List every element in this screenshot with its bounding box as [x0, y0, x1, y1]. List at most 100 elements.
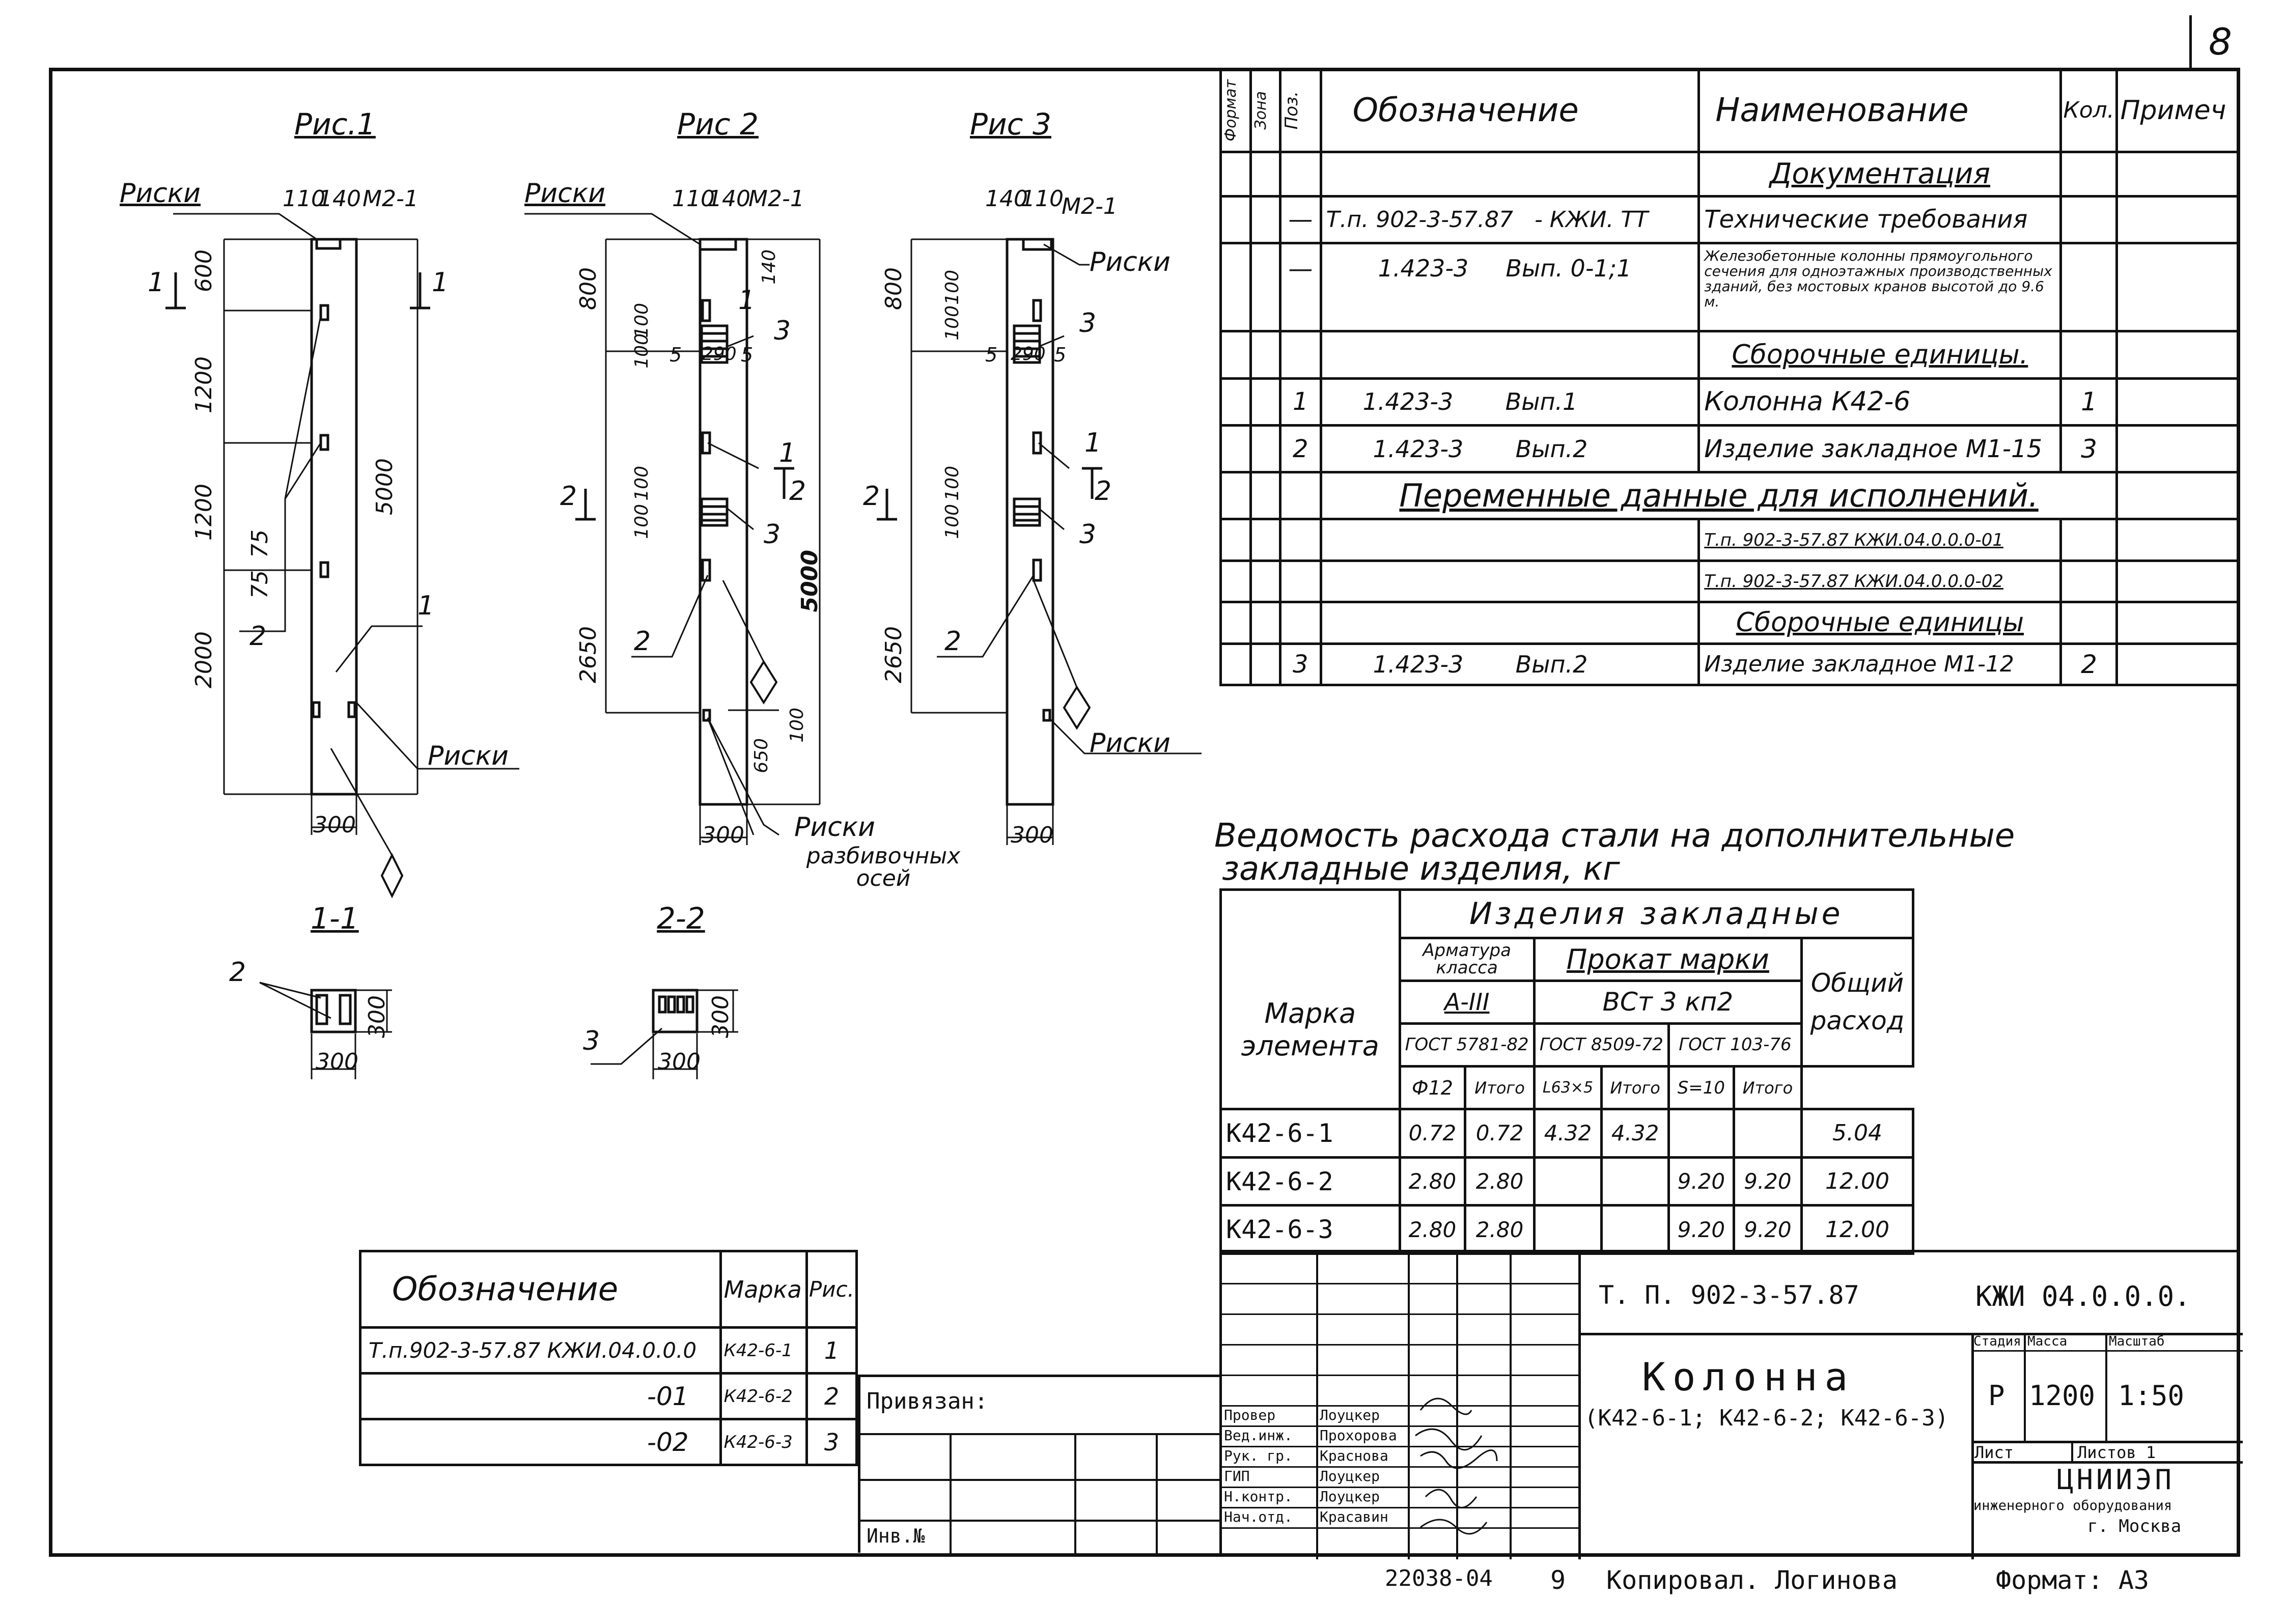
spec-row-tt: — Т.п. 902-3-57.87 - КЖИ. ТТ Технические… [1219, 194, 2240, 244]
steel-h-f12: Ф12 [1398, 1065, 1467, 1111]
var-row-1: -01 К42-6-2 2 [359, 1372, 858, 1420]
title-block: Провер Лоуцкер Вед.инж. Прохорова Рук. г… [1219, 1250, 2243, 1559]
spec-row-var01: Т.п. 902-3-57.87 КЖИ.04.0.0.0-01 [1219, 518, 2240, 562]
fig2-dim-2650: 2650 [575, 626, 601, 683]
binding-label: Привязан: [867, 1388, 988, 1414]
fig3-callout-3b: 3 [1079, 519, 1097, 550]
fig3-dim-800: 800 [881, 267, 907, 310]
tb-stage: Р [1988, 1380, 2005, 1412]
fig3-dim-100a: 100 [942, 270, 963, 305]
column-fig1 [165, 213, 519, 899]
tb-name: Колонна [1642, 1354, 1855, 1399]
spec-h-prim: Примеч [2115, 68, 2240, 153]
fig2-dim-m21: М2-1 [748, 186, 804, 212]
tb-name-sub: (К42-6-1; К42-6-2; К42-6-3) [1584, 1405, 1949, 1431]
name-0: Лоуцкер [1320, 1407, 1380, 1423]
fig2-dim-300: 300 [702, 822, 744, 848]
name-5: Красавин [1320, 1508, 1388, 1525]
specification-table: Формат Зона Поз. Обозначение Наименовани… [1219, 68, 2240, 686]
footer-copied: Копировал. Логинова [1606, 1565, 1898, 1595]
fig1-dim-2000: 2000 [191, 631, 217, 688]
fig1-risk-bottom: Риски [428, 741, 509, 771]
binding-block: Привязан: Инв.№ [858, 1375, 1219, 1555]
role-5: Нач.отд. [1224, 1508, 1293, 1525]
tb-mass: 1200 [2029, 1380, 2096, 1412]
fig2-dim-5b: 5 [741, 344, 754, 366]
fig3-dim-2650: 2650 [881, 626, 907, 683]
fig1-dim-75a: 75 [247, 529, 273, 558]
footer-page: 9 [1550, 1565, 1566, 1595]
var-h-oboz: Обозначение [359, 1250, 722, 1329]
fig2-risk-axes: разбивочных осей [806, 843, 961, 891]
steel-h-vst: ВСт 3 кп2 [1532, 979, 1803, 1025]
sec11-dim-w: 300 [316, 1049, 358, 1075]
column-fig2 [524, 213, 821, 845]
fig3-dim-300: 300 [1011, 822, 1053, 848]
tb-stage-h: Стадия [1973, 1334, 2021, 1349]
fig3-risk-bottom: Риски [1090, 728, 1171, 759]
fig2-dim-100a: 100 [631, 303, 652, 338]
fig3-dim-5a: 5 [985, 344, 998, 366]
tb-org1: ЦНИИЭП [2057, 1464, 2175, 1496]
name-4: Лоуцкер [1320, 1488, 1380, 1505]
sec22-callout: 3 [583, 1026, 600, 1056]
fig1-section-right: 1 [432, 267, 449, 298]
fig3-dim-110: 110 [1021, 186, 1064, 212]
fig3-risk-top: Риски [1090, 247, 1171, 277]
fig2-dim-140: 140 [708, 186, 750, 212]
fig2-dim-5000: 5000 [797, 550, 823, 612]
tb-sheets: Листов 1 [2077, 1443, 2156, 1462]
fig1-dim-m21: М2-1 [363, 186, 419, 212]
role-3: ГИП [1224, 1468, 1250, 1485]
sec11-dim-h: 300 [364, 995, 390, 1038]
fig1-risk-top: Риски [120, 178, 201, 209]
footer-format: Формат: А3 [1996, 1565, 2150, 1595]
steel-h-s10: S=10 [1667, 1065, 1735, 1111]
fig3-dim-290: 290 [1011, 344, 1046, 365]
drawing-sheet [49, 68, 2240, 1557]
sec22-dim-w: 300 [658, 1049, 701, 1075]
sheet-number-border [2189, 15, 2192, 68]
fig2-dim-800: 800 [575, 267, 601, 310]
steel-h-l63: L63×5 [1532, 1065, 1603, 1111]
fig1-title: Рис.1 [294, 107, 376, 142]
fig2-dim-290: 290 [702, 344, 737, 365]
fig3-dim-100c: 100 [942, 466, 963, 501]
fig1-callout-1: 1 [417, 591, 435, 621]
steel-h-itogo3: Итого [1732, 1065, 1803, 1111]
fig2-dim-140v: 140 [759, 249, 779, 285]
fig1-dim-1200b: 1200 [191, 484, 217, 541]
steel-title-2: закладные изделия, кг [1222, 850, 1620, 888]
tb-scale: 1:50 [2118, 1380, 2185, 1412]
fig3-dim-100d: 100 [942, 504, 963, 539]
spec-row-assembly: Сборочные единицы. [1219, 330, 2240, 380]
var-row-2: -02 К42-6-3 3 [359, 1418, 858, 1466]
fig2-risk-bottom: Риски [794, 812, 875, 843]
spec-h-zone: Зона [1249, 68, 1281, 153]
column-fig3 [877, 238, 1202, 845]
fig3-callout-1: 1 [1084, 428, 1102, 458]
spec-h-name: Наименование [1697, 68, 2063, 153]
fig3-callout-2b: 2 [1095, 476, 1112, 507]
spec-h-poz: Поз. [1278, 68, 1322, 153]
section-1-1 [259, 982, 392, 1079]
var-h-mark: Марка [719, 1250, 808, 1329]
fig1-dim-600: 600 [191, 249, 217, 292]
fig2-title: Рис 2 [677, 107, 759, 142]
fig2-callout-2a: 2 [634, 626, 651, 657]
spec-row-series: — 1.423-3 Вып. 0-1;1 Железобетонные коло… [1219, 241, 2240, 333]
steel-h-a3: А-III [1398, 979, 1536, 1025]
steel-h-prokat: Прокат марки [1532, 936, 1803, 982]
fig3-dim-5b: 5 [1054, 344, 1067, 366]
fig2-dim-100b: 100 [631, 333, 652, 369]
fig2-dim-100d: 100 [631, 504, 652, 539]
role-1: Вед.инж. [1224, 1427, 1293, 1444]
role-2: Рук. гр. [1224, 1447, 1293, 1464]
fig1-dim-1200a: 1200 [191, 356, 217, 413]
steel-h-group: Изделия закладные [1398, 888, 1914, 939]
sec22-dim-h: 300 [708, 995, 734, 1038]
fig1-dim-110: 110 [283, 186, 325, 212]
steel-h-itogo2: Итого [1600, 1065, 1670, 1111]
fig2-dim-5a: 5 [670, 344, 682, 366]
